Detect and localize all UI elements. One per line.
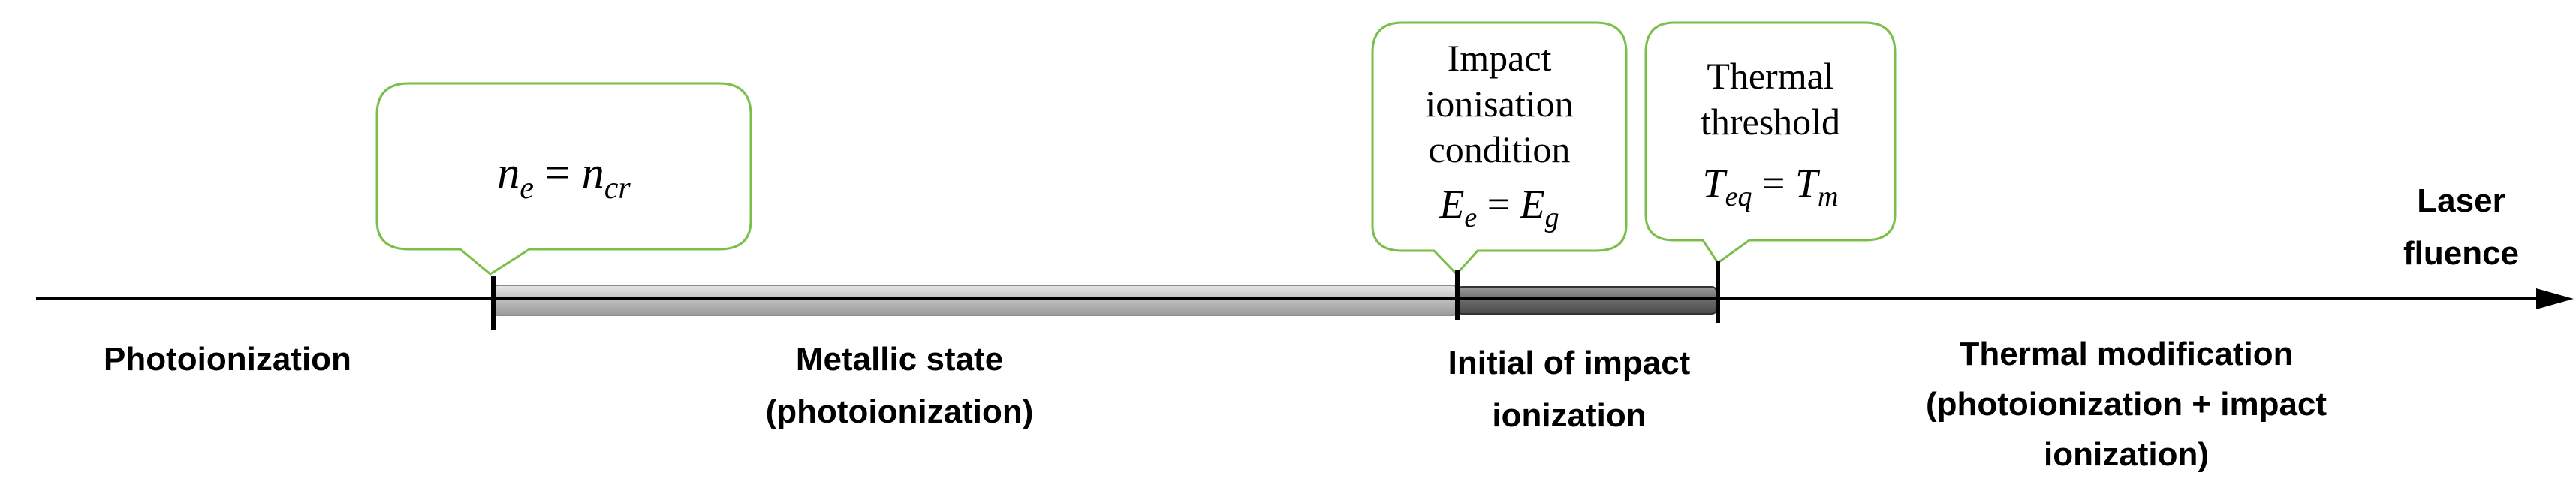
region-initial-line1: Initial of impact [1448, 345, 1691, 381]
region-thermal-line2: (photoionization + impact [1926, 386, 2327, 423]
eq-lhs-base: E [1439, 182, 1464, 227]
eq-lhs-sub: eq [1725, 181, 1752, 212]
eq-rhs-sub: m [1818, 181, 1838, 212]
callout-impact-condition [1371, 21, 1628, 276]
impact-label-line1: Impact [1448, 37, 1552, 79]
region-metallic-line2: (photoionization) [766, 393, 1034, 430]
eq-lhs-sub: e [520, 171, 534, 206]
eq-lhs-sub: e [1464, 202, 1477, 233]
eq-lhs-base: T [1703, 161, 1728, 206]
axis-label-line2: fluence [2403, 235, 2519, 272]
equation-ne-ncr: ne = ncr [497, 148, 631, 206]
impact-label-line3: condition [1429, 128, 1571, 170]
axis-label-line1: Laser [2417, 182, 2505, 219]
callout-critical-density [375, 82, 752, 276]
eq-rhs-base: E [1520, 182, 1545, 227]
axis-arrowhead [2536, 288, 2574, 309]
callout-thermal-threshold [1644, 21, 1897, 265]
eq-lhs-base: n [497, 148, 520, 197]
thermal-label-line1: Thermal [1707, 55, 1833, 97]
thermal-label-line2: threshold [1701, 101, 1840, 143]
region-photoionization: Photoionization [104, 341, 351, 378]
region-thermal-line3: ionization) [2044, 436, 2209, 473]
equation-teq-tm: Teq = Tm [1703, 161, 1839, 212]
region-metallic-line1: Metallic state [796, 341, 1003, 378]
eq-rhs-base: T [1795, 161, 1821, 206]
region-initial-line2: ionization [1492, 397, 1646, 434]
eq-rhs-sub: g [1545, 202, 1559, 233]
eq-rhs-sub: cr [604, 171, 631, 206]
equation-ee-eg: Ee = Eg [1439, 182, 1559, 233]
eq-rhs-base: n [582, 148, 604, 197]
region-thermal-line1: Thermal modification [1960, 336, 2294, 372]
impact-label-line2: ionisation [1425, 83, 1573, 125]
